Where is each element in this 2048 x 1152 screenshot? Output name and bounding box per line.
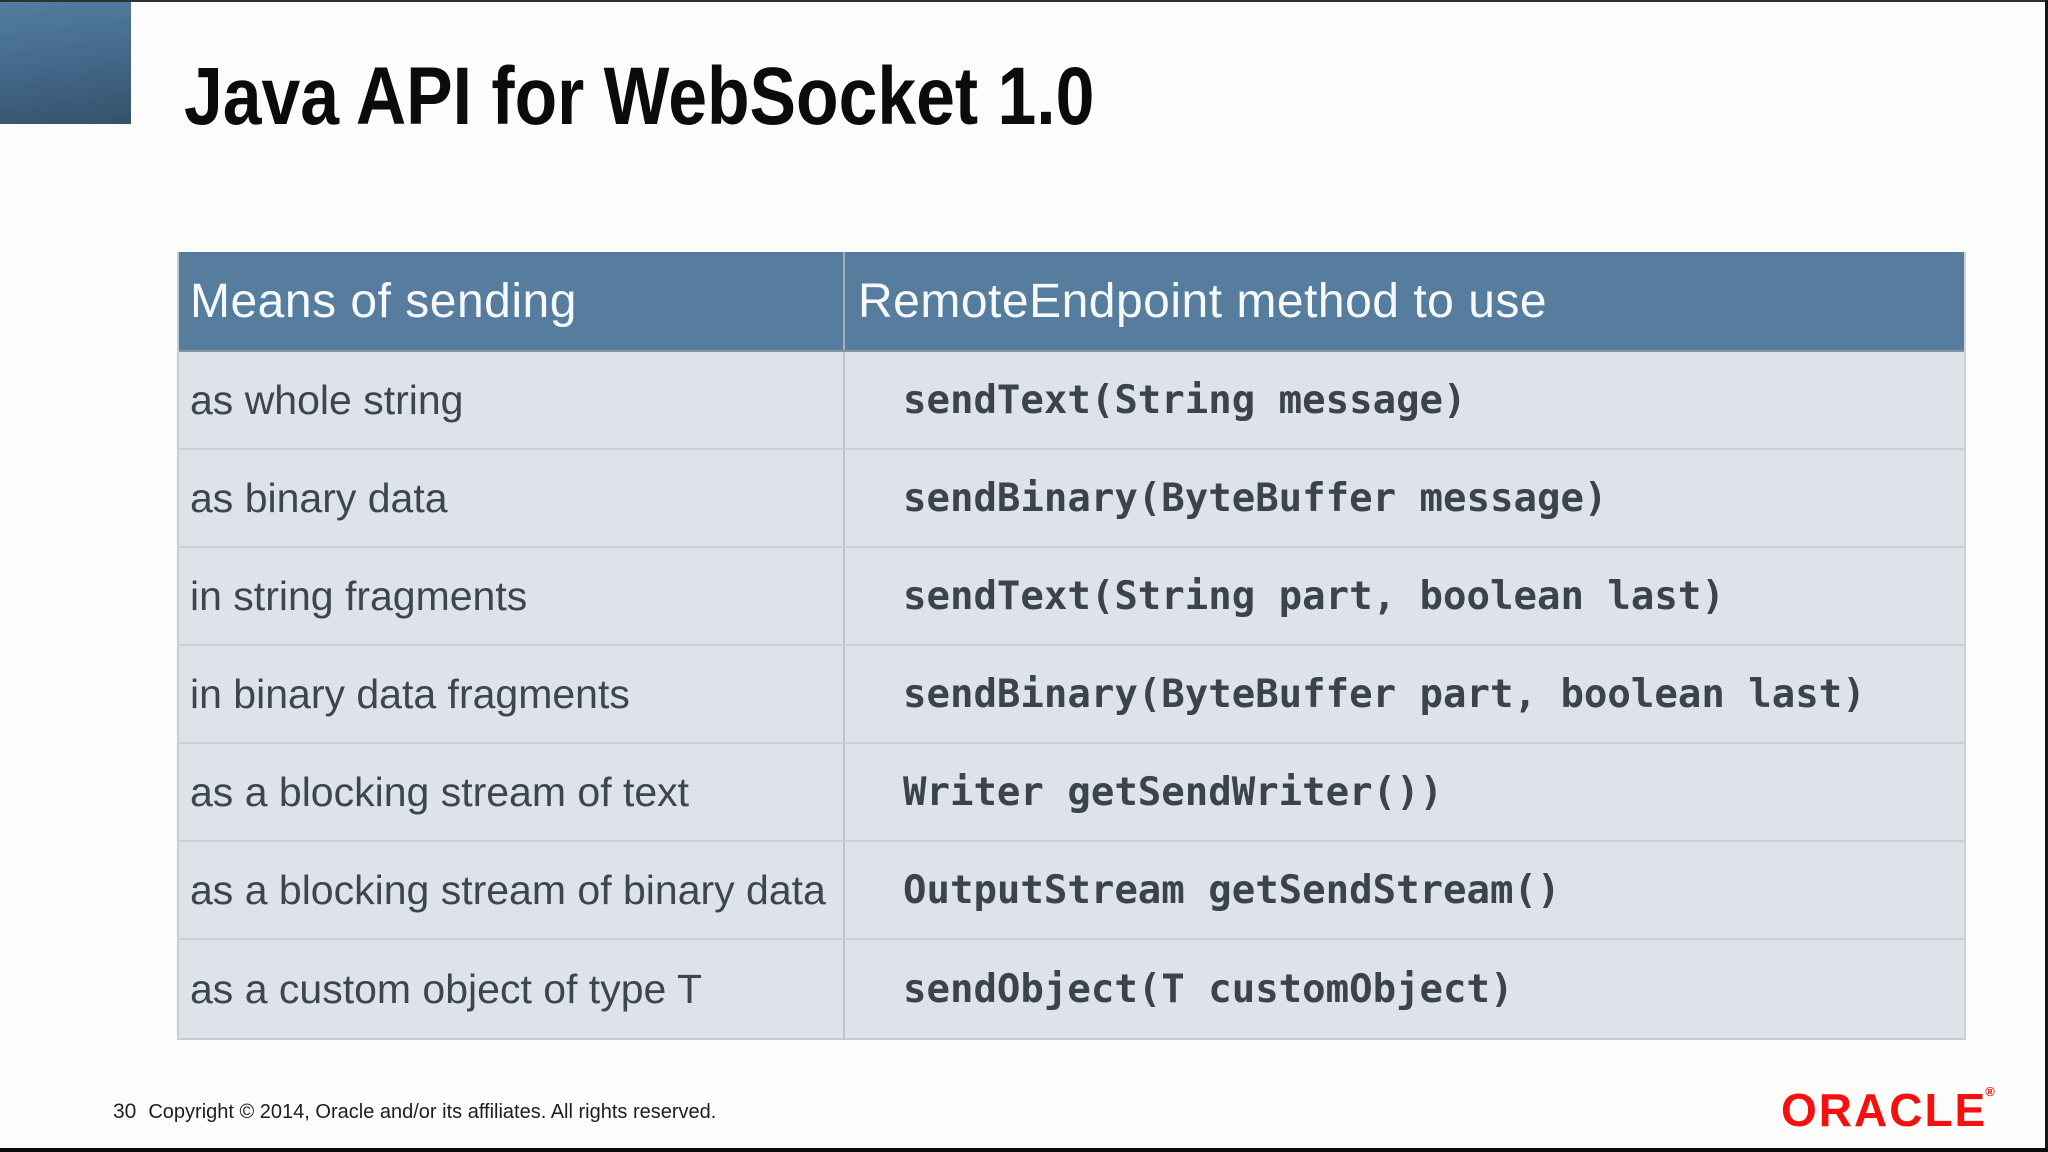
page-number: 30 (113, 1100, 137, 1123)
table-row: as whole string sendText(String message) (179, 352, 1964, 450)
oracle-logo-text: ORACLE (1781, 1084, 1988, 1136)
registered-trademark-icon: ® (1985, 1083, 1995, 1099)
table-row: in binary data fragments sendBinary(Byte… (179, 646, 1964, 744)
websocket-methods-table: Means of sending RemoteEndpoint method t… (177, 252, 1966, 1040)
method-cell: Writer getSendWriter()) (903, 769, 1444, 815)
method-cell: sendObject(T customObject) (903, 966, 1514, 1012)
table-row: in string fragments sendText(String part… (179, 548, 1964, 646)
method-cell: OutputStream getSendStream() (903, 867, 1561, 913)
corner-accent-block (0, 2, 131, 124)
method-cell: sendText(String part, boolean last) (903, 573, 1725, 619)
table-row: as a blocking stream of text Writer getS… (179, 744, 1964, 842)
table-header-method: RemoteEndpoint method to use (858, 274, 1548, 328)
method-cell: sendBinary(ByteBuffer message) (903, 475, 1608, 521)
screen-right-edge (2045, 0, 2048, 1152)
copyright-text: Copyright © 2014, Oracle and/or its affi… (148, 1101, 717, 1123)
table-header-means: Means of sending (179, 252, 845, 350)
table-row: as binary data sendBinary(ByteBuffer mes… (179, 450, 1964, 548)
table-row: as a blocking stream of binary data Outp… (179, 842, 1964, 940)
method-cell: sendText(String message) (903, 377, 1467, 423)
means-cell: as a blocking stream of binary data (179, 842, 845, 938)
screen-top-edge (0, 0, 2048, 2)
table-row: as a custom object of type T sendObject(… (179, 940, 1964, 1038)
means-cell: as a blocking stream of text (179, 744, 845, 840)
method-cell: sendBinary(ByteBuffer part, boolean last… (903, 671, 1866, 717)
screen-bottom-edge (0, 1148, 2048, 1152)
oracle-logo: ORACLE® (1781, 1083, 1997, 1136)
means-cell: as a custom object of type T (179, 940, 845, 1038)
slide-footer: 30 Copyright © 2014, Oracle and/or its a… (113, 1100, 716, 1124)
means-cell: in string fragments (179, 548, 845, 644)
means-cell: as whole string (179, 352, 845, 448)
means-cell: as binary data (179, 450, 845, 546)
means-cell: in binary data fragments (179, 646, 845, 742)
slide-title: Java API for WebSocket 1.0 (184, 51, 1095, 142)
table-header-row: Means of sending RemoteEndpoint method t… (179, 252, 1964, 352)
